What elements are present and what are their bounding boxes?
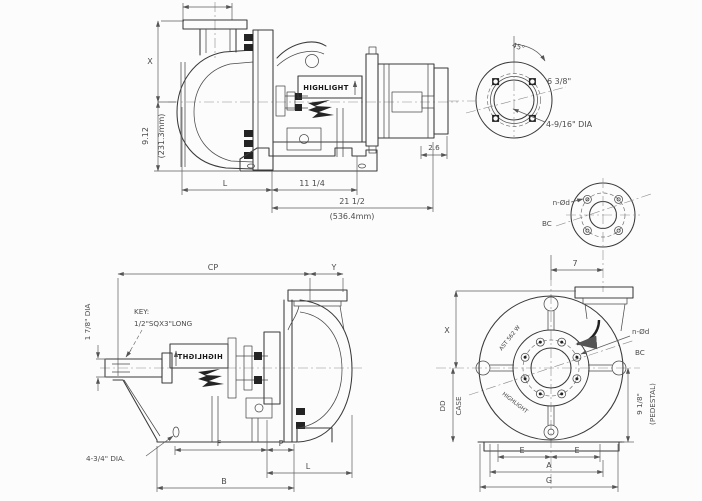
dim-label-height-in: 9.12	[141, 127, 150, 145]
side-view-bottom: CP Y KEY: 1/2"SQX3"LONG 1 7/8" DIA HIGHL…	[83, 263, 362, 492]
label-discharge-holes: n-Ød	[553, 198, 570, 207]
dim-label-p: P	[279, 439, 284, 448]
dim-label-cp: CP	[208, 263, 219, 272]
dim-label-y: Y	[331, 263, 337, 272]
casing-bolt-holes	[520, 337, 582, 399]
dim-label-l: L	[223, 179, 228, 188]
label-front-holes: n-Ød	[632, 327, 649, 336]
logo-mark	[308, 100, 334, 118]
dim-label-mid: 11 1/4	[299, 179, 325, 188]
dim-label-offset: 7	[572, 259, 577, 268]
brand-label-mirrored: HIGHLIGHT	[177, 353, 222, 361]
label-front-bc: BC	[635, 348, 645, 357]
dim-label-f: F	[217, 439, 222, 448]
dim-label-base-holes: 4-3/4" DIA.	[86, 454, 125, 463]
dim-label-shaft-dia: 1 7/8" DIA	[83, 304, 92, 341]
suction-flange-view: 45° 6 3/8" 4-9/16" DIA	[449, 36, 593, 139]
discharge-bolt-holes	[583, 195, 623, 235]
svg-text:HIGHLIGHT: HIGHLIGHT	[177, 353, 222, 361]
dim-label-g: G	[546, 476, 552, 485]
dim-label-e2: E	[574, 446, 579, 455]
dim-label-suction-bc: 6 3/8"	[547, 77, 571, 86]
side-view-top: HIGHLIGHT X 9.12 (231.3mm) L	[141, 2, 458, 221]
dim-label-x-top: X	[147, 57, 153, 66]
case-label-line1: DD	[438, 400, 447, 412]
jack-bolts	[475, 296, 627, 440]
dim-label-total-mm: (536.4mm)	[330, 212, 375, 221]
brand-label: HIGHLIGHT	[303, 84, 348, 92]
logo-mark-2	[198, 369, 224, 387]
dim-label-angle: 45°	[511, 40, 526, 52]
dim-label-suction-holes: 4-9/16" DIA	[546, 120, 593, 129]
dim-label-l2: L	[306, 462, 311, 471]
label-discharge-bc: BC	[542, 219, 552, 228]
dim-label-b: B	[221, 477, 227, 486]
pedestal-height-label: 9 1/8"	[635, 393, 644, 415]
suction-bolt-holes	[492, 78, 536, 122]
dim-label-height-mm: (231.3mm)	[157, 114, 166, 159]
dim-label-x-front: X	[444, 326, 450, 335]
key-note-line1: KEY:	[134, 307, 149, 316]
rotation-arrow	[575, 319, 601, 350]
pedestal-label: (PEDESTAL)	[648, 383, 657, 425]
dim-label-e1: E	[519, 446, 524, 455]
dim-label-shaft-end: 2.6	[428, 143, 440, 152]
discharge-flange-view: n-Ød BC 7	[542, 178, 652, 292]
dim-label-a: A	[546, 461, 552, 470]
key-note-line2: 1/2"SQX3"LONG	[134, 319, 192, 328]
case-label-line2: CASE	[454, 396, 463, 415]
dim-label-total-in: 21 1/2	[339, 197, 365, 206]
front-view: AST 562 W HIGHLIGHT X DD CASE 9 1/8" (PE…	[436, 258, 657, 492]
